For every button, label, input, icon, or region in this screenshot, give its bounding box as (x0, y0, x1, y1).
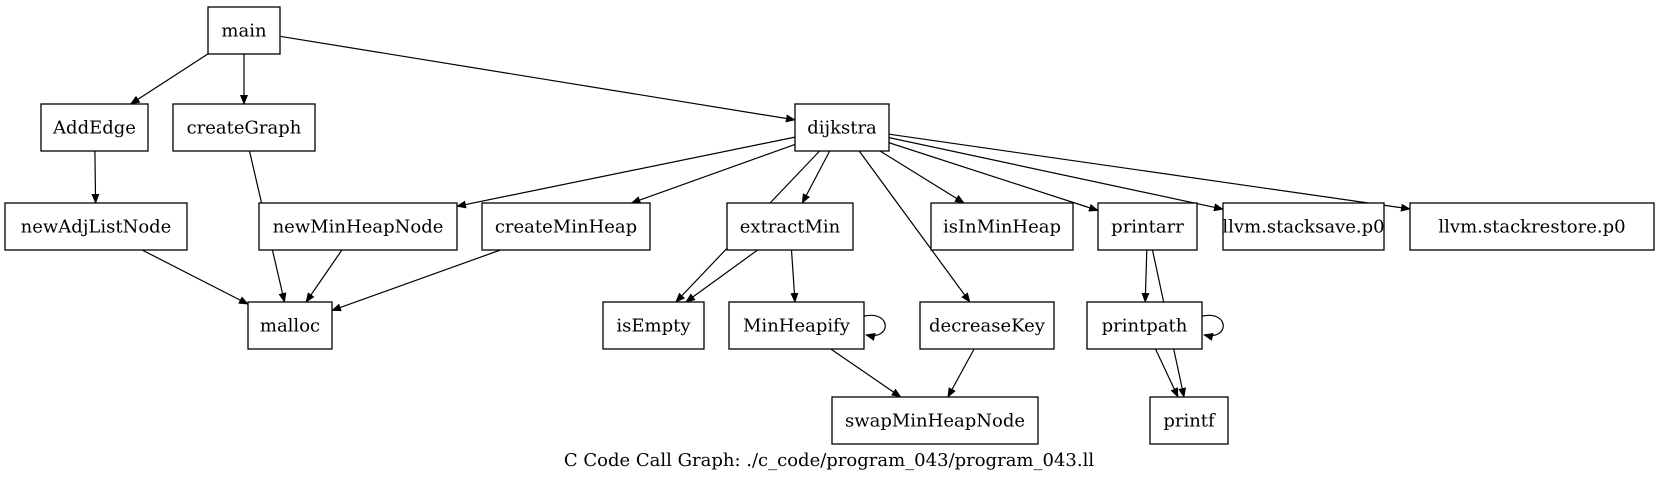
node-box (794, 103, 890, 152)
edge-main-to-add-edge (129, 53, 209, 105)
graph-caption: C Code Call Graph: ./c_code/program_043/… (564, 450, 1094, 471)
node-label: malloc (260, 316, 320, 337)
edge-dijkstra-to-printarr (888, 142, 1099, 212)
node-printpath: printpath (1086, 301, 1203, 350)
node-box (1222, 202, 1385, 251)
edge-extract-min-to-min-heapify (790, 249, 799, 303)
node-create-graph: createGraph (172, 103, 316, 152)
node-label: newAdjListNode (21, 217, 172, 238)
node-box (1149, 396, 1229, 445)
node-box (247, 301, 333, 350)
edge-dijkstra-to-llvm_stacksave (888, 137, 1224, 212)
node-box (40, 103, 149, 152)
node-create-min-heap: createMinHeap (481, 202, 651, 251)
node-box (728, 301, 865, 350)
node-main: main (207, 6, 281, 55)
node-box (1097, 202, 1198, 251)
node-malloc: malloc (247, 301, 333, 350)
node-printarr: printarr (1097, 202, 1198, 251)
node-label: createGraph (187, 118, 302, 139)
node-label: createMinHeap (495, 217, 637, 238)
edge-decrease-key-to-swap-min-heap-node (947, 348, 975, 398)
edge-min-heapify-to-swap-min-heap-node (830, 348, 902, 398)
node-box (1086, 301, 1203, 350)
node-box (481, 202, 651, 251)
node-label: extractMin (740, 217, 841, 238)
node-dijkstra: dijkstra (794, 103, 890, 152)
node-new-adj-list-node: newAdjListNode (4, 202, 188, 251)
edge-dijkstra-to-decrease-key (858, 150, 971, 303)
node-label: llvm.stackrestore.p0 (1438, 217, 1625, 238)
edge-extract-min-to-is-empty (685, 249, 758, 303)
node-label: llvm.stacksave.p0 (1222, 217, 1384, 238)
edge-dijkstra-to-extract-min (801, 150, 831, 204)
edge-new-adj-list-node-to-malloc (141, 249, 249, 305)
node-label: swapMinHeapNode (845, 411, 1025, 432)
node-box (207, 6, 281, 55)
node-label: AddEdge (52, 118, 136, 139)
node-label: printf (1163, 411, 1216, 432)
node-box (4, 202, 188, 251)
edge-dijkstra-to-llvm_stackrestore (888, 133, 1411, 212)
node-label: dijkstra (807, 118, 877, 139)
node-label: printarr (1111, 217, 1184, 238)
node-label: main (221, 21, 267, 42)
node-label: isEmpty (616, 316, 691, 337)
node-decrease-key: decreaseKey (919, 301, 1055, 350)
edge-add-edge-to-new-adj-list-node (91, 150, 100, 204)
edge-dijkstra-to-is-in-min-heap (879, 150, 965, 204)
node-label: decreaseKey (929, 316, 1046, 337)
node-box (602, 301, 705, 350)
node-box (919, 301, 1055, 350)
node-printf: printf (1149, 396, 1229, 445)
node-swap-min-heap-node: swapMinHeapNode (831, 396, 1039, 445)
node-box (258, 202, 458, 251)
node-label: MinHeapify (743, 316, 851, 337)
edge-dijkstra-to-create-min-heap (630, 143, 796, 204)
edge-min-heapify-to-min-heapify (863, 314, 886, 341)
node-llvm_stacksave: llvm.stacksave.p0 (1222, 202, 1385, 251)
edges-layer (91, 35, 1411, 398)
node-label: newMinHeapNode (273, 217, 444, 238)
node-box (930, 202, 1074, 251)
node-box (831, 396, 1039, 445)
node-box (172, 103, 316, 152)
edge-dijkstra-to-new-min-heap-node (456, 136, 796, 209)
edge-main-to-dijkstra (279, 35, 796, 123)
node-is-empty: isEmpty (602, 301, 705, 350)
edge-new-min-heap-node-to-malloc (305, 249, 343, 303)
edge-create-min-heap-to-malloc (331, 249, 501, 312)
edge-printarr-to-printpath (1141, 249, 1150, 303)
edge-printpath-to-printf (1154, 348, 1179, 398)
node-extract-min: extractMin (726, 202, 854, 251)
node-min-heapify: MinHeapify (728, 301, 865, 350)
node-new-min-heap-node: newMinHeapNode (258, 202, 458, 251)
node-llvm_stackrestore: llvm.stackrestore.p0 (1409, 202, 1655, 251)
edge-printpath-to-printpath (1201, 314, 1224, 341)
node-box (726, 202, 854, 251)
node-label: isInMinHeap (943, 217, 1061, 238)
node-box (1409, 202, 1655, 251)
node-label: printpath (1102, 316, 1188, 337)
node-add-edge: AddEdge (40, 103, 149, 152)
node-is-in-min-heap: isInMinHeap (930, 202, 1074, 251)
